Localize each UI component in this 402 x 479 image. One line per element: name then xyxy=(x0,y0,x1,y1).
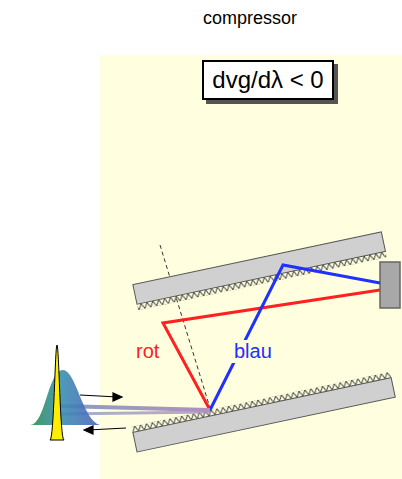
red-label: rot xyxy=(134,340,161,363)
panel-background xyxy=(100,55,402,479)
compressed-pulse xyxy=(50,345,64,440)
end-mirror xyxy=(380,262,400,308)
diagram-title: compressor xyxy=(203,8,297,29)
chirped-pulse xyxy=(30,370,100,425)
formula-box: dvg/dλ < 0 xyxy=(202,60,333,100)
blue-label: blau xyxy=(232,340,274,363)
upper-grating xyxy=(133,232,387,310)
red-beam xyxy=(163,290,380,410)
blue-beam xyxy=(210,265,380,410)
formula-text: dvg/dλ < 0 xyxy=(212,66,323,94)
